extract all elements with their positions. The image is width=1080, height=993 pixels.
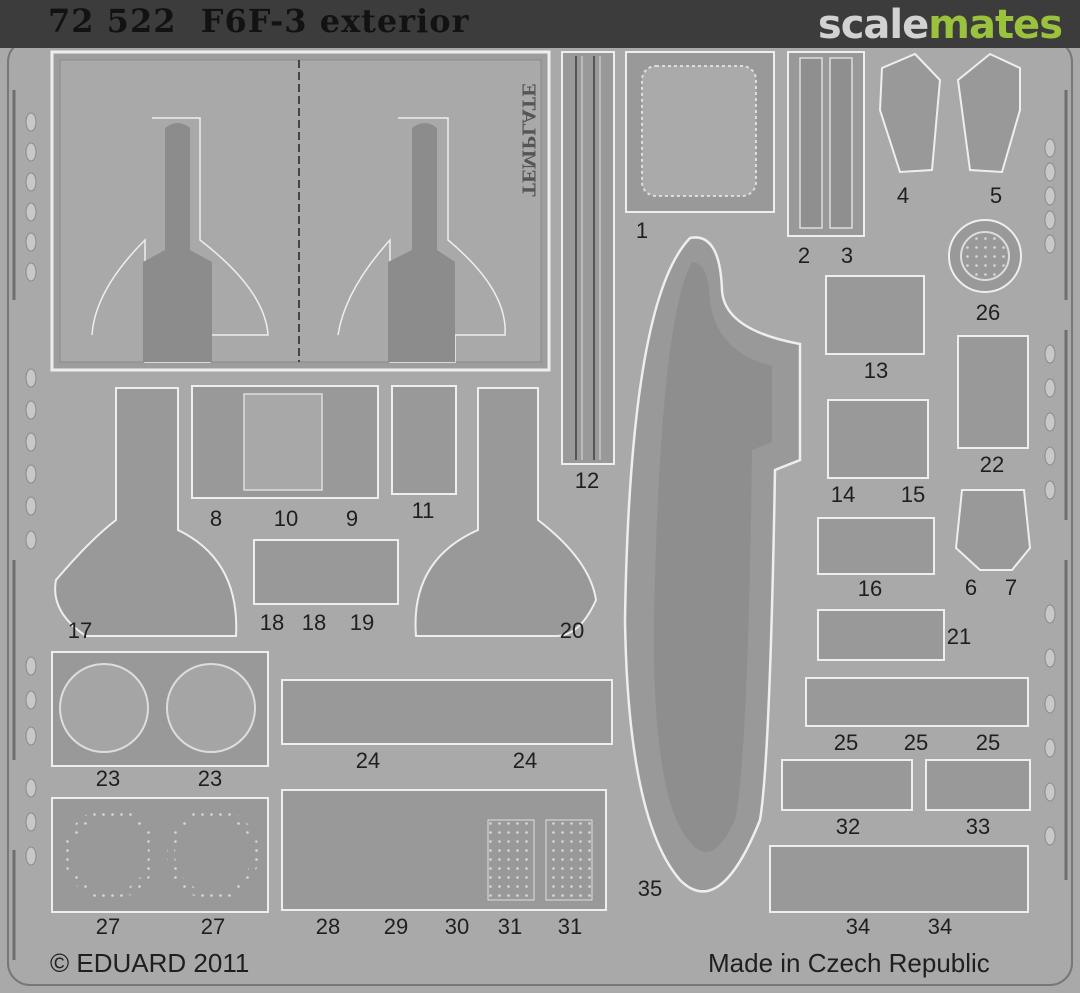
part-label: 15 bbox=[900, 482, 926, 507]
part-label: 29 bbox=[383, 914, 409, 939]
part-label: 2 bbox=[797, 243, 811, 268]
part-23 bbox=[51, 651, 269, 767]
part-label: 25 bbox=[833, 730, 859, 755]
logo-text-part1: scale bbox=[817, 2, 929, 48]
part-label: 1 bbox=[635, 218, 649, 243]
part-label: 35 bbox=[637, 876, 663, 901]
part-label: 22 bbox=[979, 452, 1005, 477]
part-26 bbox=[948, 219, 1022, 293]
part-14-15 bbox=[827, 399, 929, 479]
part-2-3 bbox=[787, 51, 865, 237]
attach-tabs bbox=[25, 112, 1056, 866]
part-label: 12 bbox=[574, 468, 600, 493]
part-label: 24 bbox=[355, 748, 381, 773]
part-label: 17 bbox=[67, 618, 93, 643]
part-label: 18 bbox=[301, 610, 327, 635]
part-6-7 bbox=[954, 489, 1032, 571]
part-label: 27 bbox=[95, 914, 121, 939]
sheet-title: 72 522 F6F-3 exterior bbox=[48, 2, 470, 40]
header-bar bbox=[0, 0, 1080, 48]
part-label: 32 bbox=[835, 814, 861, 839]
part-label: 28 bbox=[315, 914, 341, 939]
part-label: 34 bbox=[845, 914, 871, 939]
part-label: 27 bbox=[200, 914, 226, 939]
part-label: 18 bbox=[259, 610, 285, 635]
part-34 bbox=[769, 845, 1029, 913]
part-22 bbox=[957, 335, 1029, 449]
part-20 bbox=[414, 387, 598, 637]
part-4 bbox=[878, 52, 942, 174]
part-label: 24 bbox=[512, 748, 538, 773]
part-label: 3 bbox=[840, 243, 854, 268]
part-label: 23 bbox=[197, 766, 223, 791]
part-label: 16 bbox=[857, 576, 883, 601]
part-label: 25 bbox=[903, 730, 929, 755]
part-label: 5 bbox=[989, 183, 1003, 208]
part-18-19 bbox=[253, 539, 399, 605]
part-label: 6 bbox=[964, 575, 978, 600]
part-label: 9 bbox=[345, 506, 359, 531]
part-label: 31 bbox=[557, 914, 583, 939]
copyright-text: © EDUARD 2011 bbox=[50, 948, 250, 978]
part-label: 19 bbox=[349, 610, 375, 635]
part-label: 14 bbox=[830, 482, 856, 507]
part-label: 21 bbox=[946, 624, 972, 649]
part-12 bbox=[561, 51, 615, 465]
part-5 bbox=[956, 52, 1021, 174]
part-35 bbox=[623, 236, 802, 893]
part-label: 30 bbox=[444, 914, 470, 939]
template-panel bbox=[50, 50, 551, 372]
part-25 bbox=[805, 677, 1029, 727]
part-label: 25 bbox=[975, 730, 1001, 755]
part-label: 13 bbox=[863, 358, 889, 383]
part-label: 33 bbox=[965, 814, 991, 839]
origin-text: Made in Czech Republic bbox=[708, 948, 990, 978]
part-label: 23 bbox=[95, 766, 121, 791]
logo-text-part2: mates bbox=[928, 2, 1063, 48]
part-24 bbox=[281, 679, 613, 745]
part-1 bbox=[625, 51, 775, 213]
part-27 bbox=[51, 797, 269, 913]
part-label: 10 bbox=[273, 506, 299, 531]
template-text: TEMPLATE bbox=[517, 83, 539, 197]
part-21 bbox=[817, 609, 945, 661]
part-label: 7 bbox=[1004, 575, 1018, 600]
part-label: 20 bbox=[559, 618, 585, 643]
part-32 bbox=[781, 759, 913, 811]
part-label: 26 bbox=[975, 300, 1001, 325]
part-33 bbox=[925, 759, 1031, 811]
part-label: 8 bbox=[209, 506, 223, 531]
part-13 bbox=[825, 275, 925, 355]
part-16 bbox=[817, 517, 935, 575]
scalemates-logo: scalemates bbox=[817, 2, 1063, 48]
part-label: 11 bbox=[411, 498, 435, 523]
part-label: 31 bbox=[497, 914, 523, 939]
part-17 bbox=[54, 387, 238, 637]
part-11 bbox=[391, 385, 457, 495]
part-label: 4 bbox=[896, 183, 910, 208]
part-label: 34 bbox=[927, 914, 953, 939]
